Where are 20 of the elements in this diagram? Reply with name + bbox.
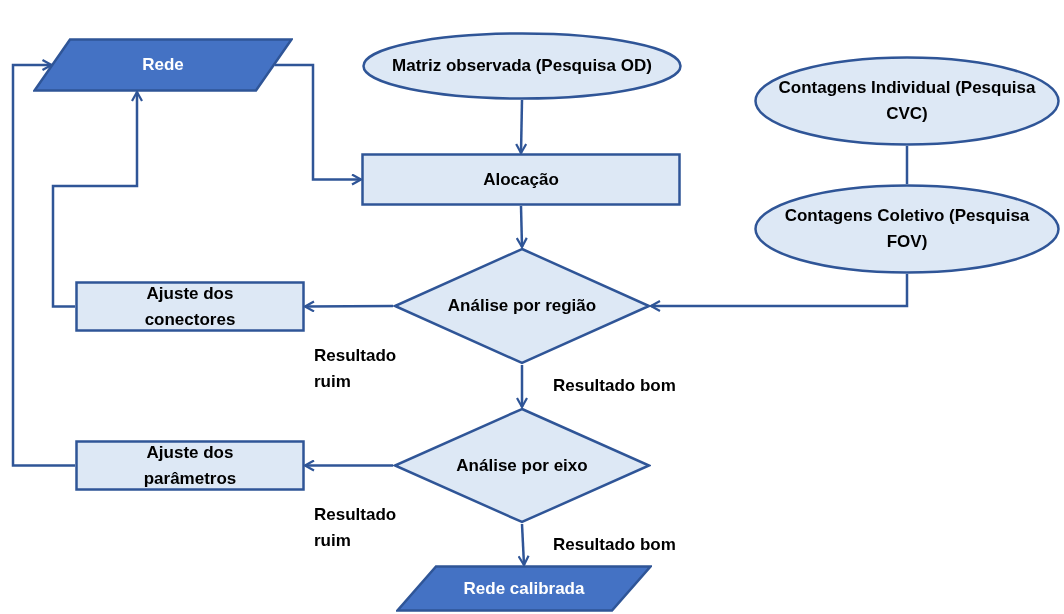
output-parallelogram: Rede calibrada [396,565,652,612]
arrow [649,274,909,313]
process-box: Ajuste dos parâmetros [75,440,305,491]
arrow [303,300,393,313]
arrow [274,63,363,186]
arrow [11,58,75,467]
arrow [51,90,144,308]
arrow [515,99,528,155]
input-ellipse: Contagens Coletivo (Pesquisa FOV) [754,184,1060,274]
arrow [303,459,393,472]
edge-label: Resultado bom [553,534,677,556]
input-ellipse: Contagens Individual (Pesquisa CVC) [754,56,1060,146]
arrow [515,205,528,249]
process-box: Alocação [361,153,681,206]
input-ellipse: Matriz observada (Pesquisa OD) [362,32,682,100]
arrow [515,365,529,409]
arrow [517,523,530,567]
data-parallelogram: Rede [33,38,293,92]
edge-label: Resultado bom [553,375,677,397]
process-box: Ajuste dos conectores [75,281,305,332]
